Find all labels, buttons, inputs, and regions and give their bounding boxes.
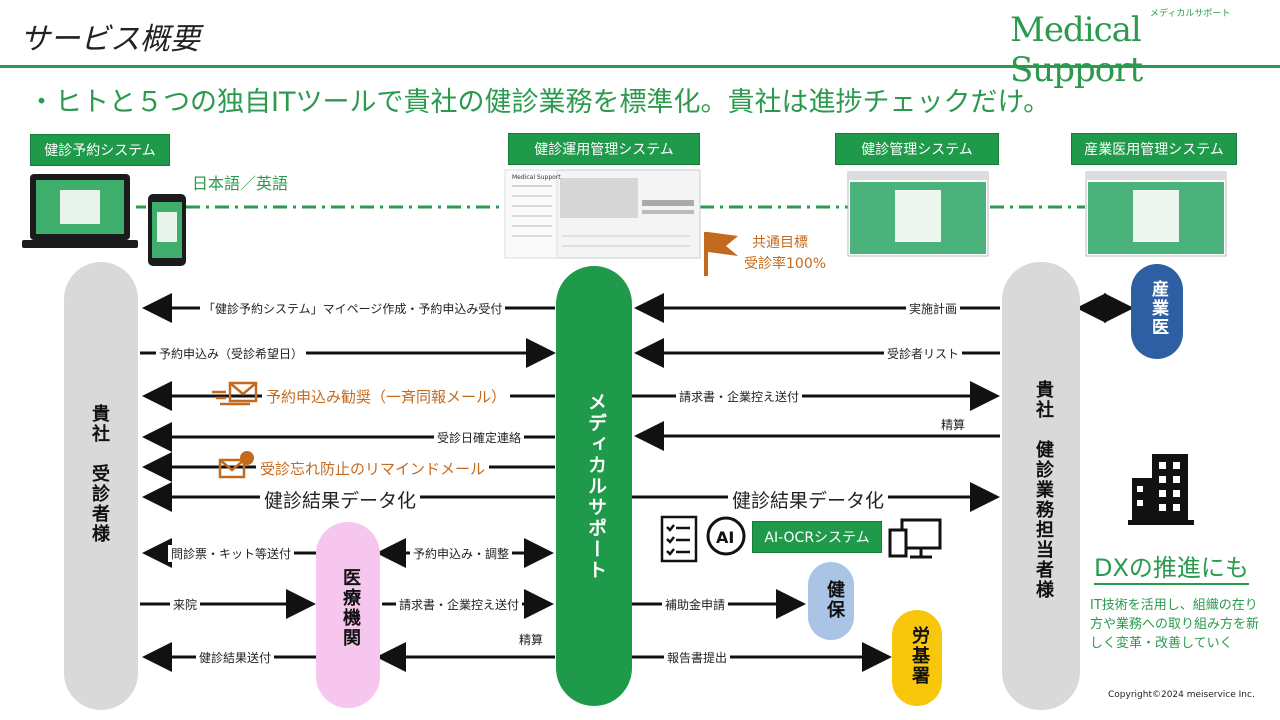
flow-remind: 受診忘れ防止のリマインドメール: [256, 458, 490, 479]
logo-sub: メディカルサポート: [1150, 9, 1231, 19]
flow-confirm: 受診日確定連絡: [434, 429, 525, 446]
labor-label: 労基署: [909, 626, 930, 686]
operation-screenshot: Medical Support: [504, 169, 701, 259]
flow-adjust: 予約申込み・調整: [410, 545, 513, 562]
system-management: 健診管理システム: [835, 133, 999, 165]
flow-mypage: 「健診予約システム」マイページ作成・予約申込み受付: [200, 300, 506, 317]
flow-subsidy: 補助金申請: [662, 596, 729, 613]
flow-result-send: 健診結果送付: [196, 649, 275, 666]
system-operation: 健診運用管理システム: [508, 133, 700, 165]
header-bar: [0, 0, 1280, 68]
svg-text:AI: AI: [716, 528, 734, 547]
clinic-pill: [316, 522, 380, 708]
flag-icon: [704, 232, 738, 276]
flow-invoice-hr: 請求書・企業控え送付: [676, 388, 803, 405]
ai-icon: AI: [706, 516, 746, 556]
hr-pill: [1002, 262, 1080, 710]
flow-questionnaire: 問診票・キット等送付: [168, 545, 295, 562]
browser-occupational-icon: [1085, 171, 1227, 257]
flow-plan: 実施計画: [906, 300, 961, 317]
client-label: 貴社 受診者様: [89, 404, 110, 544]
laptop-icon: [22, 174, 138, 248]
flow-settle-hr: 精算: [938, 416, 969, 433]
building-icon: [1128, 454, 1194, 525]
browser-management-icon: [847, 171, 989, 257]
language-label: 日本語／英語: [192, 174, 289, 193]
phone-icon: [148, 194, 186, 266]
goal-line2: 受診率100%: [744, 256, 827, 272]
doctor-label: 産業医: [1148, 280, 1168, 337]
flow-result-left: 健診結果データ化: [260, 486, 421, 513]
center-label: メディカルサポート: [585, 392, 607, 581]
insurance-pill: [808, 562, 854, 640]
client-pill: [64, 262, 138, 710]
system-occupational: 産業医用管理システム: [1071, 133, 1237, 165]
labor-pill: [892, 610, 942, 706]
insurance-label: 健保: [824, 580, 845, 620]
reminder-mail-icon: [218, 451, 254, 479]
flow-invoice-clinic: 請求書・企業控え送付: [396, 596, 523, 613]
doctor-pill: [1131, 264, 1183, 359]
tagline: ・ヒトと５つの独自ITツールで貴社の健診業務を標準化。貴社は進捗チェックだけ。: [28, 87, 1051, 118]
flow-report: 報告書提出: [664, 649, 731, 666]
svg-text:Medical Support: Medical Support: [512, 174, 561, 181]
flow-list: 受診者リスト: [884, 345, 963, 362]
system-reservation: 健診予約システム: [30, 134, 170, 166]
flow-result-right: 健診結果データ化: [728, 486, 889, 513]
clinic-label: 医療機関: [340, 568, 361, 648]
flow-visit: 来院: [170, 596, 201, 613]
goal-line1: 共通目標: [752, 235, 808, 251]
page-title: サービス概要: [20, 22, 200, 57]
logo: Medical Support: [1010, 10, 1143, 90]
devices-icon: [888, 518, 942, 559]
dx-description: IT技術を活用し、組織の在り方や業務への取り組み方を新しく変革・改善していく: [1090, 598, 1260, 651]
ocr-system-box: AI-OCRシステム: [752, 521, 882, 553]
flow-encourage: 予約申込み勧奨（一斉同報メール）: [262, 386, 511, 407]
flow-settle-clinic: 精算: [516, 631, 547, 648]
dx-title: DXの推進にも: [1094, 548, 1249, 585]
center-pill: [556, 266, 632, 706]
checklist-icon: [660, 515, 698, 563]
hr-label: 貴社 健診業務担当者様: [1033, 380, 1054, 600]
copyright: Copyright©2024 meiservice Inc.: [1108, 690, 1255, 700]
flow-request: 予約申込み（受診希望日）: [156, 345, 307, 362]
bulk-mail-icon: [212, 381, 258, 406]
